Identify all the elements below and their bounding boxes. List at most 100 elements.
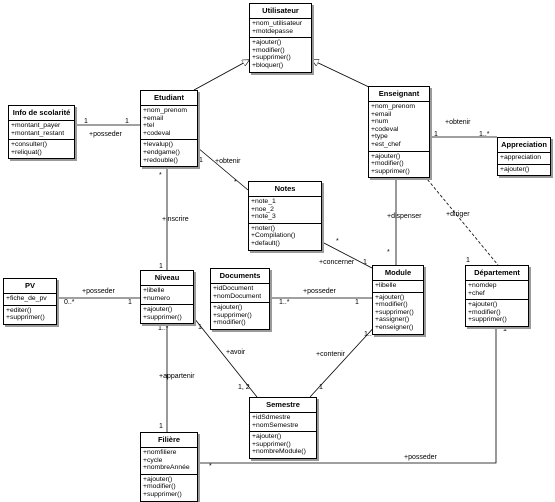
attribute-row: +email [143,114,164,122]
lbl-doc-m1: 1..* [279,299,290,306]
class-enseignant: Enseignant +nom_prenom+email+num+codeval… [368,86,430,179]
method-row: +noter() [251,224,275,232]
lbl-appartenir-m2: 1 [159,423,163,430]
lbl-dispenser-m2: * [387,249,390,256]
lbl-dep-posseder: +posseder [404,454,438,461]
class-title: Utilisateur [250,4,311,19]
method-row: +supprimer() [371,167,410,175]
method-row: +supprimer() [143,490,182,498]
methods: +ajouter()+modifier()+supprimer()+bloque… [250,37,311,71]
class-title: Notes [249,182,321,197]
lbl-pv-posseder: +posseder [82,288,116,295]
method-row: +supprimer() [143,313,182,321]
methods: +noter()+Compilation()+default() [249,222,321,250]
attribute-row: +num [371,118,389,126]
methods: +ajouter() [498,163,550,176]
attributes: +appreciation [498,153,550,164]
attributes: +idDocument+nomDocument [211,284,269,302]
attribute-row: +nomDocument [213,292,262,300]
class-title: Etudiant [141,91,197,106]
method-row: +supprimer() [375,308,414,316]
class-title: Documents [211,269,269,284]
class-title: Enseignant [369,87,429,102]
methods: +levalup()+endgame()+redouble() [141,139,197,166]
method-row: +modifier() [213,319,246,327]
methods: +ajouter()+supprimer()+nombreModule() [250,431,316,458]
attributes: +nomdep+chef [466,281,528,299]
class-etudiant: Etudiant +nom_prenom+email+tel+codeval +… [140,90,198,168]
method-row: +ajouter() [252,39,282,47]
method-row: +consulter() [11,141,48,149]
methods: +ajouter()+modifier()+supprimer()+assign… [373,291,423,334]
attribute-row: +noe_2 [251,205,274,213]
attribute-row: +nomSemestre [252,421,299,429]
attributes: +idSdmestre+nomSemestre [250,413,316,431]
methods: +ajouter()+modifier()+supprimer() [369,150,429,178]
lbl-dispenser-m1: 1 [386,175,390,182]
lbl-inscrire: +inscrire [162,216,189,223]
lbl-info-posseder: +posseder [89,131,123,138]
method-row: +ajouter() [468,301,498,309]
lbl-diriger: +diriger [446,211,470,218]
attribute-row: +montant_payer [11,122,61,129]
method-row: +modifier() [468,308,501,316]
attribute-row: +nombreAnnée [143,464,190,472]
lbl-doc-posseder: +posseder [303,288,337,295]
class-utilisateur: Utilisateur +nom_utilisateur+motdepasse … [249,3,312,73]
method-row: +Compilation() [251,232,296,240]
attribute-row: +tel [143,122,155,130]
lbl-avoir-m1: 1 [198,324,202,331]
lbl-inscrire-m2: 1 [159,263,163,270]
lbl-etu-notes-obtenir: +obtenir [215,158,241,165]
assoc-enseignant-departement [417,167,499,266]
class-title: Filière [141,433,197,448]
class-niveau: Niveau +libelle+numero +ajouter()+suppri… [140,270,194,325]
method-row: +bloquer() [252,61,284,69]
method-row: +default() [251,239,280,247]
method-row: +reliquat() [11,148,42,156]
attribute-row: +appreciation [500,154,542,161]
lbl-ens-obtenir-m1: 1 [434,131,438,138]
assoc-niveau-semestre [193,317,258,398]
method-row: +supprimer() [252,54,291,62]
assoc-etudiant-notes [197,147,249,191]
lbl-diriger-m2: 1 [466,257,470,264]
class-title: Info de scolarité [9,106,74,121]
method-row: +enseigner() [375,323,414,331]
class-pv: PV +fiche_de_pv +editer()+supprimer() [3,278,57,325]
attribute-row: +codeval [371,125,399,133]
lbl-contenir-m1: 1..* [364,331,375,338]
method-row: +levalup() [143,141,174,149]
lbl-dep-m2: * [209,463,212,470]
attributes: +montant_payer+montant_restant [9,121,74,139]
method-row: +ajouter() [500,165,530,173]
class-title: Semestre [250,398,316,413]
class-appreciation: Appreciation +appreciation +ajouter() [497,137,551,177]
attributes: +libelle [373,281,423,292]
lbl-dep-m1: 1 [503,326,507,333]
lbl-concerner-m2: 1 [363,259,367,266]
method-row: +modifier() [371,160,404,168]
attribute-row: +est_chef [371,140,401,148]
method-row: +supprimer() [6,314,45,322]
assoc-module-semestre [309,322,379,398]
attributes: +nomfiliere+cycle+nombreAnnée [141,448,197,474]
lbl-appartenir: +appartenir [159,373,195,380]
attribute-row: +type [371,133,388,141]
method-row: +modifier() [375,301,408,309]
lbl-etu-notes-m1: 1 [199,157,203,164]
attribute-row: +note_3 [251,213,276,221]
methods: +ajouter()+supprimer()+modifier() [211,302,269,329]
methods: +consulter()+reliquat() [9,139,74,158]
method-row: +redouble() [143,156,178,164]
lbl-pv-m2: 1 [128,299,132,306]
lbl-etu-notes-m2: * [234,179,237,186]
method-row: +supprimer() [252,440,291,448]
assoc-departement-filiere [198,320,497,464]
class-notes: Notes +note_1+noe_2+note_3 +noter()+Comp… [248,181,322,251]
method-row: +assigner() [375,316,410,324]
assoc-notes-module [321,241,373,269]
class-title: Niveau [141,271,193,286]
method-row: +ajouter() [143,475,173,483]
